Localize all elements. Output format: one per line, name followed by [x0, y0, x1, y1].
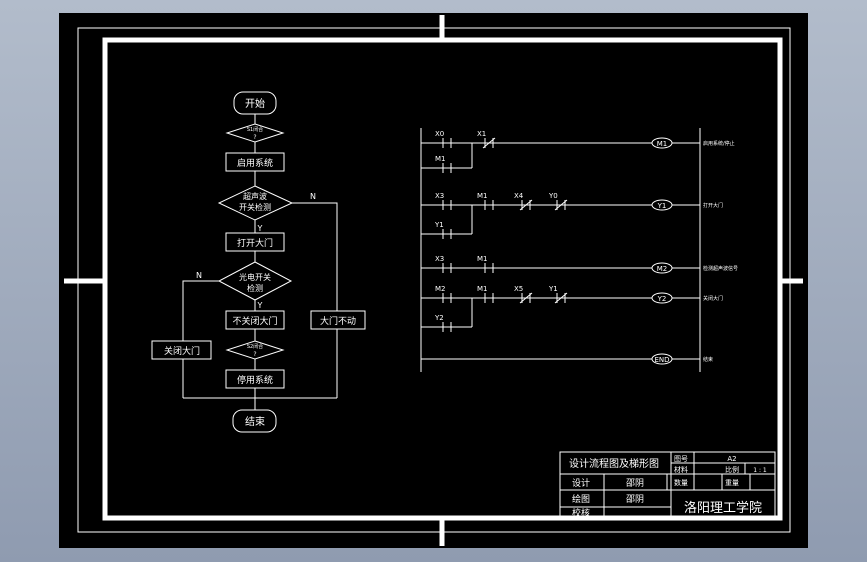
rung-1-coil [651, 199, 673, 211]
rung-4-comment: 结束 [703, 356, 713, 363]
gate-idle-box [310, 310, 366, 330]
rung-1-contact-3-label: Y0 [548, 192, 558, 200]
tb-weight-header: 重量 [725, 479, 739, 487]
cond2-yes: Y [257, 224, 263, 233]
tb-school-name: 洛阳理工学院 [684, 500, 762, 516]
tb-drawing-no-header: 图号 [674, 455, 688, 463]
drawing-sheet [59, 13, 808, 548]
rung-3-branch-contact-label: Y2 [434, 314, 444, 322]
enable-label: 启用系统 [237, 157, 273, 169]
tb-drawn-value: 邵阴 [626, 494, 644, 505]
rung-3-contact-0-label: M2 [435, 285, 446, 293]
tb-drawn-header: 绘图 [572, 493, 590, 505]
tb-design-header: 设计 [572, 477, 590, 489]
rung-1-coil-label: Y1 [657, 202, 667, 210]
cond2-no: N [310, 192, 316, 201]
rung-3-contact-3-slash [554, 292, 568, 304]
rung-3-coil [651, 292, 673, 304]
rung-3-contact-1-label: M1 [477, 285, 488, 293]
rung-0-coil [651, 137, 673, 149]
rung-3-coil-label: Y2 [657, 295, 667, 303]
cond2-label-2: 开关检测 [239, 202, 271, 212]
tb-scale-value: 1 : 1 [753, 467, 767, 474]
gate-idle-label: 大门不动 [320, 315, 356, 327]
rung-0-contact-0-label: X0 [435, 130, 444, 138]
end-label: 结束 [245, 415, 265, 428]
close-gate-label: 关闭大门 [164, 345, 200, 357]
cond4-question: ? [253, 351, 256, 358]
rung-3-contact-2-slash [519, 292, 533, 304]
rung-4-coil-label: END [654, 356, 669, 364]
rung-2-coil-label: M2 [657, 265, 668, 273]
rung-3-comment: 关闭大门 [703, 295, 723, 302]
rung-0-contact-1-slash [482, 137, 496, 149]
flowchart [151, 91, 366, 433]
rung-1-contact-1-label: M1 [477, 192, 488, 200]
cond4-label: S2闭合 [247, 343, 263, 350]
tb-quantity-header: 数量 [674, 478, 688, 487]
open-gate-label: 打开大门 [237, 237, 273, 249]
rung-0-comment: 启用系统/停止 [703, 140, 735, 147]
tb-design-value: 邵阴 [626, 478, 644, 489]
title-block-title: 设计流程图及梯形图 [569, 457, 659, 470]
cond1-label: S1闭合 [247, 126, 263, 133]
rung-0-coil-label: M1 [657, 140, 668, 148]
end-terminal [232, 409, 277, 433]
tb-scale-header: 比例 [725, 465, 739, 474]
rung-1-contact-0-label: X3 [435, 192, 444, 200]
rung-1-branch-contact-label: Y1 [434, 221, 444, 229]
cond3-yes: Y [257, 301, 263, 310]
rung-2-coil [651, 262, 673, 274]
rung-1-comment: 打开大门 [703, 202, 723, 209]
rung-1-contact-2-slash [519, 199, 533, 211]
tb-check-header: 校核 [572, 507, 590, 519]
cond3-label-2: 检测 [247, 283, 263, 293]
rung-3-contact-3-label: Y1 [548, 285, 558, 293]
rung-3-contact-2-label: X5 [514, 285, 523, 293]
rung-0-branch-contact-label: M1 [435, 155, 446, 163]
rung-1-contact-3-slash [554, 199, 568, 211]
tb-drawing-no-value: A2 [727, 455, 736, 463]
rung-2-contact-0-label: X3 [435, 255, 444, 263]
title-block [559, 451, 776, 519]
rung-4-coil [651, 353, 673, 365]
cond2-label-1: 超声波 [243, 191, 267, 201]
close-gate-box [151, 340, 212, 360]
cond3-no: N [196, 271, 202, 280]
disable-label: 停用系统 [237, 374, 273, 386]
rung-2-comment: 检测超声波信号 [703, 265, 738, 272]
rung-1-contact-2-label: X4 [514, 192, 524, 200]
rung-2-contact-1-label: M1 [477, 255, 488, 263]
rung-0-contact-1-label: X1 [477, 130, 486, 138]
cond3-label-1: 光电开关 [239, 272, 271, 282]
cond1-question: ? [253, 134, 256, 141]
tb-material-header: 材料 [674, 465, 688, 474]
stop-close-label: 不关闭大门 [232, 315, 277, 327]
start-label: 开始 [245, 97, 265, 110]
center-marks [64, 15, 803, 546]
